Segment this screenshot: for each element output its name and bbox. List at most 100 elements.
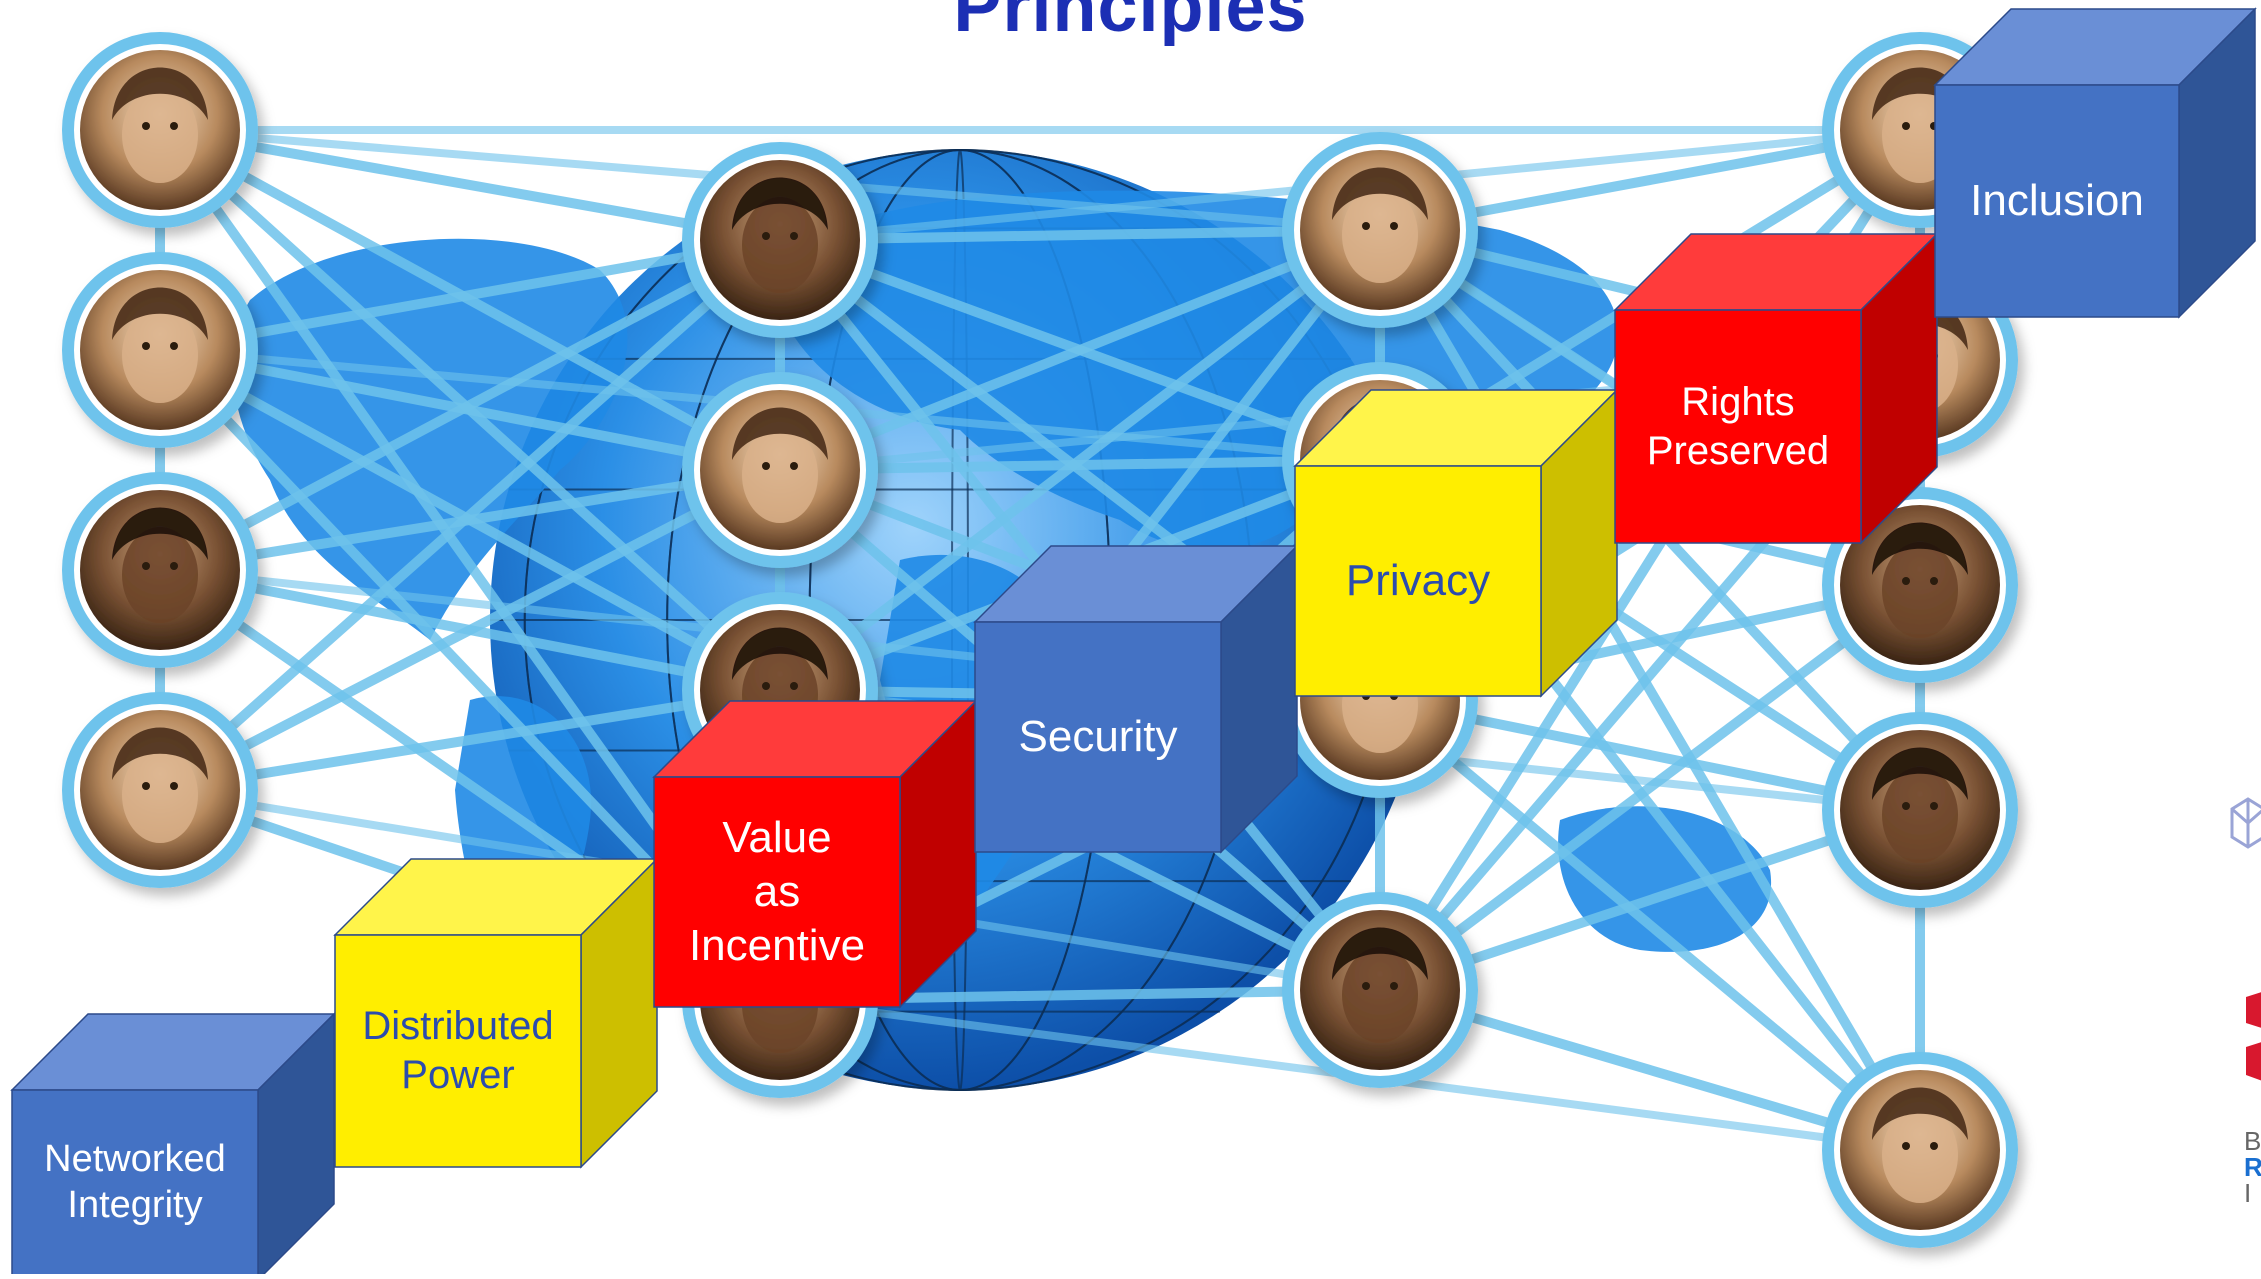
eye: [170, 122, 178, 130]
face-shape: [122, 307, 198, 403]
eye: [170, 782, 178, 790]
person-node: [1822, 712, 2018, 908]
logo-icon: [2246, 992, 2261, 1081]
cube-outline-icon: [2230, 797, 2261, 849]
face-shape: [1342, 947, 1418, 1043]
eye: [1930, 802, 1938, 810]
eye: [1390, 222, 1398, 230]
network-link: [1375, 225, 1925, 1155]
person-node: [1822, 1052, 2018, 1248]
face-shape: [742, 427, 818, 523]
network-link: [775, 225, 1385, 245]
eye: [1902, 122, 1910, 130]
person-node: [62, 692, 258, 888]
principle-label-distributed-power: Distributed Power: [362, 1004, 554, 1097]
person-node: [62, 472, 258, 668]
eye: [1902, 1142, 1910, 1150]
network-link: [1375, 580, 1925, 995]
person-node: [682, 372, 878, 568]
eye: [1390, 982, 1398, 990]
page-title: Principles: [953, 0, 1308, 47]
principle-label-rights-preserved: Rights Preserved: [1646, 379, 1830, 473]
eye: [142, 562, 150, 570]
face-shape: [742, 197, 818, 293]
hair-shape: [112, 287, 208, 340]
face-shape: [1882, 767, 1958, 863]
logo-text-line-1: B: [2244, 1126, 2261, 1156]
network-link: [155, 235, 785, 575]
cube-front: [334, 934, 582, 1168]
principle-label-networked-integrity: Networked Integrity: [44, 1137, 226, 1226]
person-node: [62, 252, 258, 448]
hair-shape: [1332, 167, 1428, 220]
eye: [790, 682, 798, 690]
eye: [762, 462, 770, 470]
principle-cube-security: [973, 544, 1299, 854]
eye: [1362, 222, 1370, 230]
face-shape: [122, 87, 198, 183]
logo-text: B R I: [2244, 1128, 2261, 1206]
eye: [170, 562, 178, 570]
network-link: [155, 235, 785, 795]
face-shape: [122, 747, 198, 843]
hair-shape: [732, 407, 828, 460]
eye: [762, 682, 770, 690]
face-shape: [1882, 1107, 1958, 1203]
face-shape: [1342, 187, 1418, 283]
cube-front: [974, 621, 1222, 853]
principle-cube-distributed-power: [333, 857, 659, 1169]
logo-text-line-2: R: [2244, 1152, 2261, 1182]
principle-label-privacy: Privacy: [1345, 556, 1491, 606]
hair-shape: [732, 177, 828, 230]
cube-front: [1934, 84, 2180, 318]
eye: [142, 122, 150, 130]
hair-shape: [1872, 1087, 1968, 1140]
eye: [1362, 982, 1370, 990]
eye: [142, 342, 150, 350]
logo-text-line-3: I: [2244, 1178, 2252, 1208]
person-node: [1282, 132, 1478, 328]
principle-label-security: Security: [1018, 712, 1178, 762]
hair-shape: [112, 727, 208, 780]
person-node: [1282, 892, 1478, 1088]
hair-shape: [1872, 522, 1968, 575]
eye: [1930, 577, 1938, 585]
network-link: [155, 235, 785, 355]
network-link: [155, 125, 785, 245]
principle-cube-privacy: [1293, 388, 1619, 698]
eye: [1930, 1142, 1938, 1150]
eye: [170, 342, 178, 350]
cube-front: [1294, 465, 1542, 697]
principle-cube-rights-preserved: [1613, 232, 1939, 545]
principle-cube-inclusion: [1933, 7, 2257, 319]
network-link: [155, 685, 785, 795]
hair-shape: [1872, 747, 1968, 800]
cube-front: [1614, 309, 1862, 544]
eye: [790, 232, 798, 240]
network-link: [775, 225, 1385, 475]
eye: [762, 232, 770, 240]
principle-cube-value-as-incentive: [652, 699, 978, 1009]
principle-label-value-as-incentive: Value as Incentive: [688, 813, 866, 970]
network-link: [775, 225, 1385, 695]
network-link: [1375, 695, 1925, 1155]
eye: [790, 462, 798, 470]
cube-front: [653, 776, 901, 1008]
hair-shape: [112, 67, 208, 120]
principle-cube-networked-integrity: [10, 1012, 336, 1279]
hair-shape: [112, 507, 208, 560]
eye: [1902, 577, 1910, 585]
face-shape: [122, 527, 198, 623]
principle-label-inclusion: Inclusion: [1970, 176, 2144, 226]
face-shape: [1882, 542, 1958, 638]
hair-shape: [1332, 927, 1428, 980]
hair-shape: [732, 627, 828, 680]
network-link: [155, 465, 785, 795]
person-node: [682, 142, 878, 338]
eye: [1902, 802, 1910, 810]
person-node: [62, 32, 258, 228]
eye: [142, 782, 150, 790]
cube-front: [11, 1089, 259, 1279]
